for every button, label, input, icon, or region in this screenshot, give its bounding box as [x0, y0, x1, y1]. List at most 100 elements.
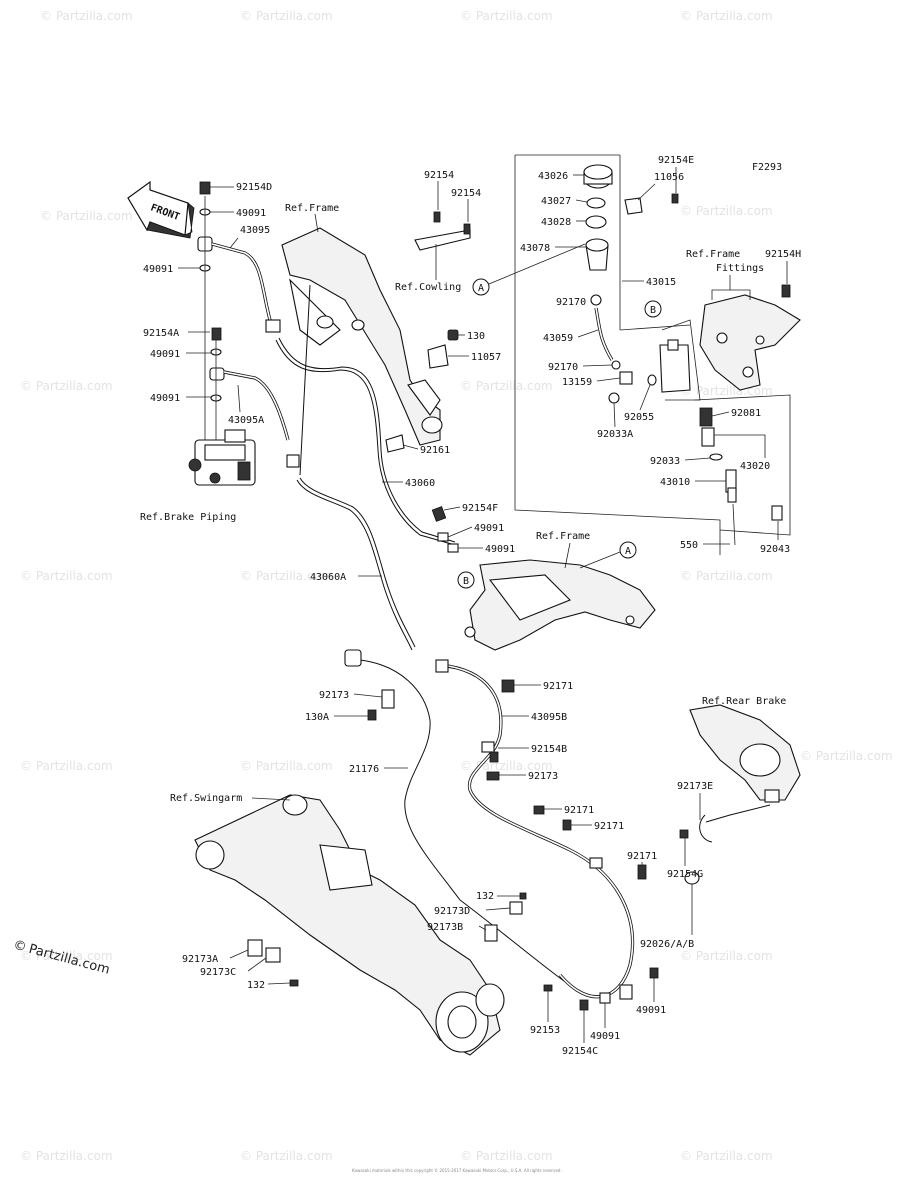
part-label: 43028 — [541, 217, 571, 228]
part-label: 92043 — [760, 544, 790, 555]
part-label: 92033 — [650, 456, 680, 467]
part-label: 11056 — [654, 172, 684, 183]
part-label: 49091 — [485, 544, 515, 555]
watermark: © Partzilla.com — [680, 1149, 773, 1163]
part-label: 132 — [476, 891, 494, 902]
part-label: 92154D — [236, 182, 272, 193]
part-label: 550 — [680, 540, 698, 551]
ref-rear-brake-label: Ref.Rear Brake — [702, 696, 786, 707]
watermark: © Partzilla.com — [460, 1149, 553, 1163]
part-label: 92171 — [594, 821, 624, 832]
part-label: 43010 — [660, 477, 690, 488]
part-label: 92055 — [624, 412, 654, 423]
part-label: 92154 — [451, 188, 481, 199]
part-label: 92173 — [319, 690, 349, 701]
watermark: © Partzilla.com — [20, 379, 113, 393]
banjo-bolt-stack-upper — [197, 181, 225, 440]
small-parts — [247, 329, 700, 1011]
abs-unit — [188, 429, 256, 486]
part-label: 21176 — [349, 764, 379, 775]
part-label: 11057 — [471, 352, 501, 363]
part-label: 49091 — [236, 208, 266, 219]
part-label: 43026 — [538, 171, 568, 182]
part-label: 92154 — [424, 170, 454, 181]
part-label: 49091 — [590, 1031, 620, 1042]
part-label: 92081 — [731, 408, 761, 419]
part-label: 92033A — [597, 429, 633, 440]
swingarm — [194, 794, 505, 1056]
rear-master-cylinder-assembly — [514, 154, 801, 555]
part-label: 132 — [247, 980, 265, 991]
brake-hoses — [211, 242, 635, 999]
part-number-labels: 92154D 49091 43095 49091 92154A 49091 49… — [143, 155, 801, 1057]
part-label: 49091 — [150, 393, 180, 404]
callout-markers: A B B A — [457, 243, 662, 589]
callout-b: B — [650, 305, 656, 316]
watermark: © Partzilla.com — [240, 759, 333, 773]
watermark: © Partzilla.com — [680, 569, 773, 583]
callout-a: A — [478, 283, 484, 294]
part-label: 49091 — [143, 264, 173, 275]
ref-frame-mid-label: Ref.Frame — [536, 531, 590, 542]
part-label: 92154C — [562, 1046, 598, 1057]
rear-brake-caliper — [689, 704, 801, 843]
part-label: 92173A — [182, 954, 218, 965]
part-label: 92173 — [528, 771, 558, 782]
watermark: © Partzilla.com — [240, 1149, 333, 1163]
figure-code: F2293 — [752, 162, 782, 173]
part-label: 92026/A/B — [640, 939, 694, 950]
reference-labels: Ref.Frame Ref.Cowling Ref.Frame Fittings… — [140, 203, 786, 804]
ref-cowling-label: Ref.Cowling — [395, 282, 461, 293]
watermark: © Partzilla.com — [680, 9, 773, 23]
part-label: 43027 — [541, 196, 571, 207]
part-label: 43095B — [531, 712, 567, 723]
frame-section-mid — [464, 559, 656, 651]
part-label: 43078 — [520, 243, 550, 254]
part-label: 92171 — [564, 805, 594, 816]
watermark: © Partzilla.com — [680, 949, 773, 963]
watermark: © Partzilla.com — [240, 9, 333, 23]
part-label: 92153 — [530, 1025, 560, 1036]
part-label: 92154B — [531, 744, 567, 755]
part-label: 49091 — [150, 349, 180, 360]
watermark: © Partzilla.com — [40, 9, 133, 23]
watermark-layer: © Partzilla.com © Partzilla.com © Partzi… — [20, 9, 893, 1163]
part-label: 92173D — [434, 906, 470, 917]
watermark: © Partzilla.com — [20, 949, 113, 963]
part-label: 92154F — [462, 503, 498, 514]
callout-a: A — [625, 546, 631, 557]
part-label: 92154H — [765, 249, 801, 260]
part-label: 43060A — [310, 572, 346, 583]
part-label: 92161 — [420, 445, 450, 456]
front-direction-arrow: FRONT — [127, 180, 195, 239]
part-label: 92171 — [627, 851, 657, 862]
footer-text: Kawasaki materials within this copyright… — [352, 1168, 562, 1173]
part-label: 43020 — [740, 461, 770, 472]
part-label: 92170 — [556, 297, 586, 308]
watermark: © Partzilla.com — [20, 759, 113, 773]
ref-frame-fittings-label: Fittings — [716, 263, 764, 274]
part-label: 43015 — [646, 277, 676, 288]
watermark: © Partzilla.com — [460, 379, 553, 393]
part-label: 43095 — [240, 225, 270, 236]
watermark: © Partzilla.com — [240, 569, 333, 583]
part-label: 13159 — [562, 377, 592, 388]
ref-frame-fittings-label: Ref.Frame — [686, 249, 740, 260]
part-label: 92173C — [200, 967, 236, 978]
part-label: 92154A — [143, 328, 179, 339]
part-label: 92154G — [667, 869, 703, 880]
part-label: 130 — [467, 331, 485, 342]
watermark: © Partzilla.com — [800, 749, 893, 763]
frame-section-top — [281, 227, 443, 446]
part-label: 92173E — [677, 781, 713, 792]
callout-b: B — [463, 576, 469, 587]
part-label: 43060 — [405, 478, 435, 489]
part-label: 49091 — [636, 1005, 666, 1016]
part-label: 130A — [305, 712, 329, 723]
part-label: 49091 — [474, 523, 504, 534]
watermark: © Partzilla.com — [680, 204, 773, 218]
watermark: © Partzilla.com — [680, 384, 773, 398]
part-label: 92173B — [427, 922, 463, 933]
